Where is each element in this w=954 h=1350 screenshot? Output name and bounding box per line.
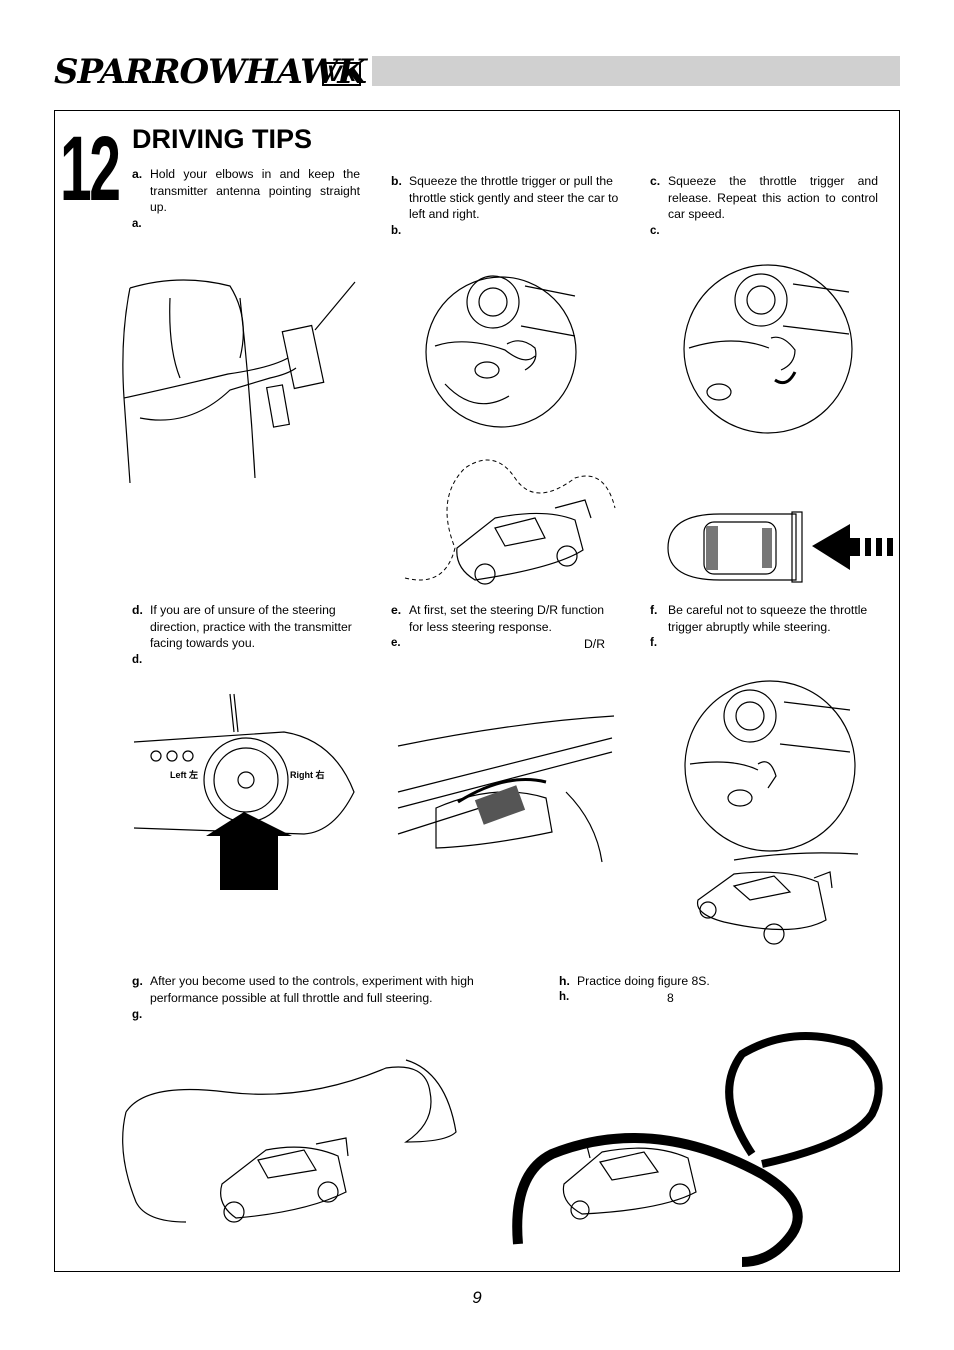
- tip-text: Hold your elbows in and keep the transmi…: [150, 167, 360, 214]
- tip-label: f.: [650, 603, 658, 617]
- tip-sub-extra: D/R: [584, 637, 605, 651]
- tip-label: c.: [650, 174, 661, 188]
- brand-logo: SPARROWHAWK: [54, 52, 367, 92]
- right-direction-label: Right 右: [290, 770, 325, 780]
- illustration-person-holding-transmitter: [122, 279, 356, 484]
- tip-sub-extra: 8: [667, 991, 674, 1005]
- tip-sub-label: f.: [650, 637, 658, 649]
- tip-sub-label: c.: [650, 225, 660, 237]
- illustration-abrupt-throttle: [684, 680, 856, 852]
- illustration-high-performance: [122, 1059, 457, 1223]
- left-direction-label: Left 左: [170, 770, 198, 780]
- tip-sub-label: d.: [132, 654, 143, 666]
- illustration-throttle-trigger: [425, 275, 577, 428]
- tip-label: h.: [559, 974, 570, 988]
- tip-c: c. Squeeze the throttle trigger and rele…: [650, 173, 878, 223]
- illustration-dr-dial: [397, 715, 615, 863]
- header-bar: [372, 56, 900, 86]
- tip-a: a. Hold your elbows in and keep the tran…: [132, 166, 360, 216]
- tip-text: At first, set the steering D/R function …: [409, 603, 605, 634]
- car-skidding: [696, 852, 859, 945]
- tip-d: d. If you are of unsure of the steering …: [132, 602, 360, 652]
- car-top-view: [667, 511, 893, 583]
- tip-text: Squeeze the throttle trigger and release…: [668, 174, 878, 221]
- illustration-throttle-release: [683, 264, 853, 434]
- illustration-figure-eight: [512, 1032, 883, 1267]
- tip-label: a.: [132, 167, 143, 181]
- tip-text: Squeeze the throttle trigger or pull the…: [409, 174, 619, 221]
- tip-e: e. At first, set the steering D/R functi…: [391, 602, 619, 636]
- tip-sub-label: b.: [391, 225, 402, 237]
- page-number: 9: [472, 1288, 482, 1307]
- tip-g: g. After you become used to the controls…: [132, 973, 512, 1007]
- tip-label: g.: [132, 974, 143, 988]
- tip-text: Be careful not to squeeze the throttle t…: [668, 603, 868, 634]
- tip-text: Practice doing figure 8S.: [577, 974, 710, 988]
- tip-h: h. Practice doing figure 8S.: [559, 973, 787, 991]
- tip-label: b.: [391, 174, 402, 188]
- illustration-transmitter-wheel: [133, 693, 355, 890]
- car-drive-left-right: [404, 459, 616, 585]
- tip-sub-label: a.: [132, 218, 142, 230]
- tip-f: f. Be careful not to squeeze the throttl…: [650, 602, 878, 636]
- tip-sub-label: h.: [559, 991, 570, 1003]
- brand-logo-suffix: VX: [322, 62, 362, 86]
- tip-text: After you become used to the controls, e…: [150, 974, 474, 1005]
- tip-b: b. Squeeze the throttle trigger or pull …: [391, 173, 619, 223]
- content-frame: [54, 110, 900, 1272]
- tip-label: e.: [391, 603, 402, 617]
- tip-text: If you are of unsure of the steering dir…: [150, 603, 352, 650]
- tip-sub-label: e.: [391, 637, 401, 649]
- tip-label: d.: [132, 603, 143, 617]
- step-number: 12: [60, 118, 121, 220]
- tip-sub-label: g.: [132, 1009, 143, 1021]
- page-title: DRIVING TIPS: [132, 124, 313, 154]
